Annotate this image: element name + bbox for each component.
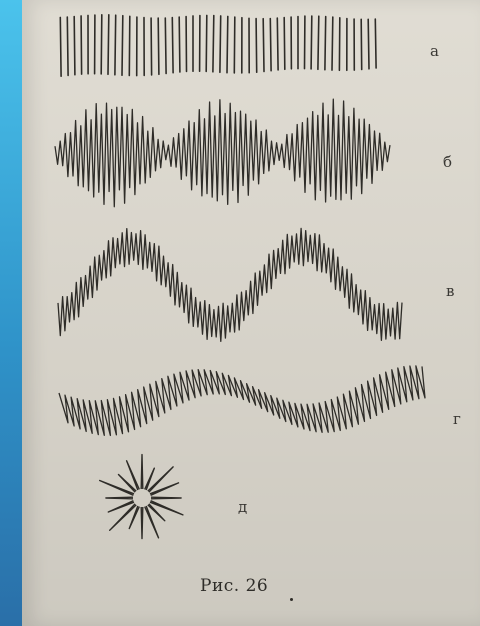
caption-dot: [290, 598, 293, 601]
pattern-b-beating-wave: [55, 99, 390, 207]
pattern-d-loop-wave: [59, 366, 425, 436]
figure-caption: Рис. 26: [200, 576, 268, 596]
label-a: а: [430, 42, 439, 60]
pattern-a-vertical-stripes: [60, 15, 376, 76]
label-g: г: [453, 410, 461, 428]
label-b: б: [443, 153, 452, 171]
pattern-c-sinusoidal-band: [58, 228, 402, 341]
label-v: в: [446, 282, 454, 300]
pattern-e-star-flower: [100, 455, 183, 539]
label-d: д: [238, 498, 247, 516]
